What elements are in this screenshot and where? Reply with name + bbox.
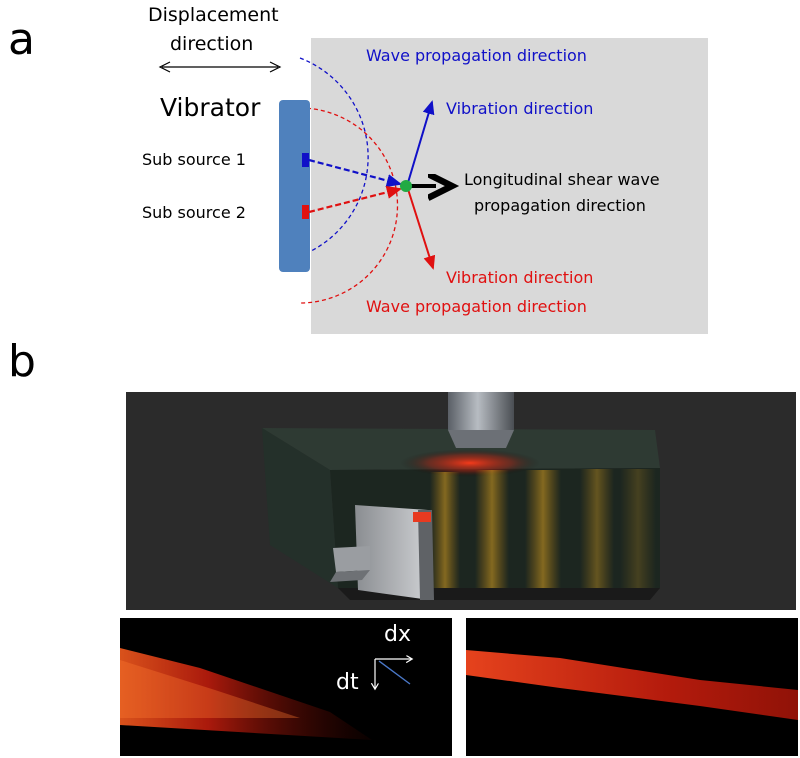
vibrator-label: Vibrator (160, 93, 261, 122)
sub-source-2-label: Sub source 2 (142, 203, 246, 222)
vibrator-plate (330, 505, 434, 600)
dt-label: dt (336, 670, 359, 695)
blue-wavefront (299, 57, 369, 257)
ultrasound-probe (448, 392, 514, 448)
st-map-right-band (466, 650, 798, 720)
red-wavefront (299, 107, 399, 304)
vibrator-bar (279, 100, 310, 272)
displacement-label-line1: Displacement (148, 4, 279, 26)
wave-propagation-blue-label: Wave propagation direction (366, 46, 587, 65)
dx-label: dx (384, 622, 411, 647)
shear-wave-stripes (430, 469, 656, 588)
wave-propagation-red-label: Wave propagation direction (366, 297, 587, 316)
observation-point (400, 180, 412, 192)
focus-glow (400, 449, 540, 477)
red-vibration-arrow (406, 185, 436, 270)
sub-source-2-marker (302, 205, 309, 219)
sub-source-1-marker (302, 153, 309, 167)
vibration-red-label: Vibration direction (446, 268, 594, 287)
longitudinal-label-line2: propagation direction (474, 196, 646, 215)
blue-ray (308, 158, 403, 188)
panel-b-letter: b (8, 336, 36, 387)
dx-dt-axes (375, 659, 411, 688)
vibration-blue-label: Vibration direction (446, 99, 594, 118)
longitudinal-label-line1: Longitudinal shear wave (464, 170, 660, 189)
sub-source-1-label: Sub source 1 (142, 150, 246, 169)
red-ray (308, 185, 403, 214)
medium-field (311, 38, 708, 334)
displacement-arrow (158, 61, 282, 73)
displacement-label-line2: direction (170, 33, 254, 55)
blue-vibration-arrow (406, 100, 435, 187)
st-map-left-band (120, 648, 372, 740)
panel-a-letter: a (8, 14, 35, 65)
